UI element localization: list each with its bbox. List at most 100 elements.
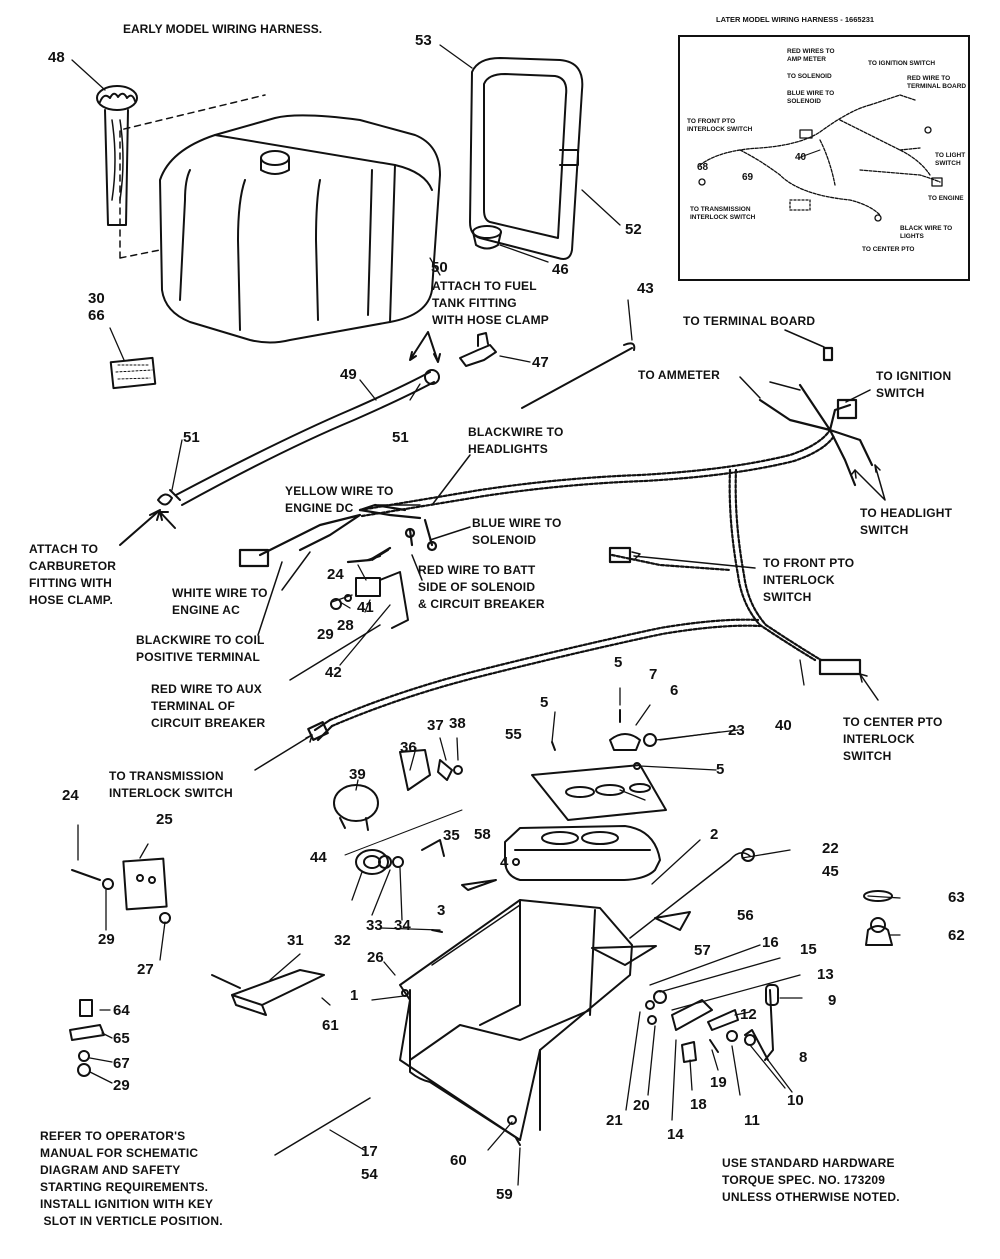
- inset-label-ignition: TO IGNITION SWITCH: [868, 60, 936, 67]
- part-number: 7: [649, 666, 658, 683]
- part-number: 29: [317, 626, 334, 643]
- inset-label-light-switch: TO LIGHT SWITCH: [935, 152, 966, 167]
- part-number: 5: [540, 694, 549, 711]
- part-number: 33: [366, 917, 383, 934]
- label-yellow-engine: YELLOW WIRE TO ENGINE DC: [285, 484, 394, 515]
- label-white-engine: WHITE WIRE TO ENGINE AC: [172, 586, 268, 617]
- inset-label-solenoid: TO SOLENOID: [787, 73, 832, 80]
- part-number: 47: [532, 354, 549, 371]
- inset-label-center-pto: TO CENTER PTO: [862, 246, 915, 253]
- label-red-aux: RED WIRE TO AUX TERMINAL OF CIRCUIT BREA…: [151, 682, 266, 730]
- part-number: 38: [449, 715, 466, 732]
- part-number: 29: [98, 931, 115, 948]
- part-number: 23: [728, 722, 745, 739]
- part-number: 34: [394, 917, 411, 934]
- inset-part-69: 69: [742, 172, 754, 183]
- filter-block: [109, 356, 157, 390]
- label-ignition-switch: TO IGNITION SWITCH: [876, 369, 952, 400]
- part-number: 62: [948, 927, 965, 944]
- part-number: 10: [787, 1092, 804, 1109]
- part-number: 63: [948, 889, 965, 906]
- part-number: 46: [552, 261, 569, 278]
- inset-harness: [698, 94, 943, 222]
- inset-label-engine: TO ENGINE: [928, 195, 964, 202]
- part-number: 24: [62, 787, 79, 804]
- label-attach-fuel: ATTACH TO FUEL TANK FITTING WITH HOSE CL…: [432, 279, 549, 327]
- label-black-headlights: BLACKWIRE TO HEADLIGHTS: [468, 425, 564, 456]
- inset-label-red-terminal: RED WIRE TO TERMINAL BOARD: [907, 75, 967, 90]
- label-front-pto: TO FRONT PTO INTERLOCK SWITCH: [763, 556, 855, 604]
- dashed-bracket: [119, 94, 266, 259]
- wire-43: [521, 342, 636, 409]
- part-number: 1: [350, 987, 359, 1004]
- part-number: 41: [357, 599, 374, 616]
- note-refer-manual: REFER TO OPERATOR'S MANUAL FOR SCHEMATIC…: [40, 1129, 223, 1228]
- part-number: 32: [334, 932, 351, 949]
- label-red-batt: RED WIRE TO BATT SIDE OF SOLENOID & CIRC…: [418, 563, 545, 611]
- part-number: 13: [817, 966, 834, 983]
- part-number: 14: [667, 1126, 684, 1143]
- label-headlight-switch: TO HEADLIGHT SWITCH: [860, 506, 953, 537]
- part-number: 29: [113, 1077, 130, 1094]
- part-number: 2: [710, 826, 719, 843]
- part-number: 50: [431, 259, 448, 276]
- part-number: 64: [113, 1002, 130, 1019]
- part-number: 17 54: [361, 1143, 378, 1183]
- part-number: 8: [799, 1049, 808, 1066]
- part-number: 55: [505, 726, 522, 743]
- part-number: 19: [710, 1074, 727, 1091]
- part-number: 53: [415, 32, 432, 49]
- part-number: 35: [443, 827, 460, 844]
- label-blue-solenoid: BLUE WIRE TO SOLENOID: [472, 516, 562, 547]
- part-number: 15: [800, 941, 817, 958]
- fuel-tank: [159, 114, 441, 344]
- part-number: 51: [183, 429, 200, 446]
- part-number: 61: [322, 1017, 339, 1034]
- inset-label-black-lights: BLACK WIRE TO LIGHTS: [900, 225, 953, 240]
- label-attach-carb: ATTACH TO CARBURETOR FITTING WITH HOSE C…: [29, 542, 117, 607]
- part-number: 37: [427, 717, 444, 734]
- part-number: 6: [670, 682, 679, 699]
- part-number: 44: [310, 849, 327, 866]
- label-ammeter: TO AMMETER: [638, 368, 720, 382]
- part-number: 65: [113, 1030, 130, 1047]
- part-number: 51: [392, 429, 409, 446]
- part-number: 30 66: [88, 290, 105, 324]
- part-number: 60: [450, 1152, 467, 1169]
- part-number: 36: [400, 739, 417, 756]
- part-number: 58: [474, 826, 491, 843]
- circuit-breaker: [330, 549, 409, 629]
- label-terminal-board: TO TERMINAL BOARD: [683, 314, 816, 328]
- part-number: 27: [137, 961, 154, 978]
- part-number: 3: [437, 902, 446, 919]
- inset-label-transmission: TO TRANSMISSION INTERLOCK SWITCH: [690, 206, 756, 221]
- part-number: 21: [606, 1112, 623, 1129]
- fuel-hose: [175, 371, 435, 506]
- part-number: 52: [625, 221, 642, 238]
- page-title: EARLY MODEL WIRING HARNESS.: [123, 22, 323, 36]
- part-number: 24: [327, 566, 344, 583]
- inset-part-68: 68: [697, 162, 709, 173]
- part-number: 26: [367, 949, 384, 966]
- part-number: 39: [349, 766, 366, 783]
- part-number: 12: [740, 1006, 757, 1023]
- inset-box: [678, 35, 970, 281]
- part-number: 18: [690, 1096, 707, 1113]
- inset-title: LATER MODEL WIRING HARNESS - 1665231: [716, 15, 875, 24]
- part-number: 56: [737, 907, 754, 924]
- inset-label-red-amp: RED WIRES TO AMP METER: [787, 48, 835, 63]
- part-number: 67: [113, 1055, 130, 1072]
- part-number: 11: [744, 1112, 760, 1129]
- part-number: 31: [287, 932, 304, 949]
- part-number: 25: [156, 811, 173, 828]
- grommet: [472, 225, 502, 239]
- wiring-harness: [238, 346, 874, 742]
- part-number: 4: [500, 854, 509, 871]
- label-center-pto: TO CENTER PTO INTERLOCK SWITCH: [843, 715, 943, 763]
- part-number: 40: [775, 717, 792, 734]
- part-number: 22 45: [822, 840, 839, 880]
- part-number: 42: [325, 664, 342, 681]
- fuel-gauge: [96, 85, 138, 226]
